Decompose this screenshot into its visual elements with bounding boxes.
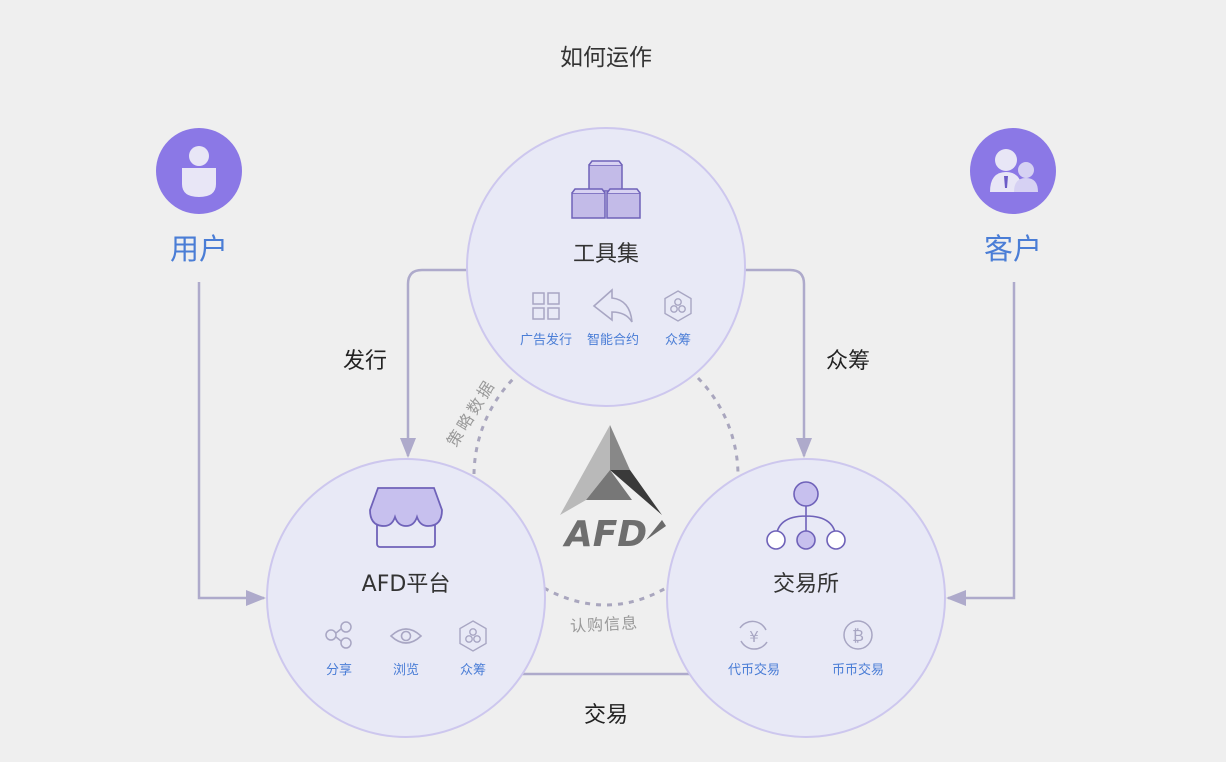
- inner-ring-bottom-arc: [543, 586, 667, 607]
- feature-smart-contract: 智能合约: [586, 333, 640, 348]
- feature-coin-to-coin-trading: 币币交易: [831, 663, 885, 678]
- inner-ring-left-arc: [472, 374, 518, 475]
- svg-text:¥: ¥: [749, 628, 759, 646]
- network-nodes-icon: [766, 481, 846, 550]
- afd-logo-mark: [560, 425, 666, 540]
- feature-platform-crowdfund: 众筹: [459, 663, 487, 678]
- yen-coin-icon: ¥: [739, 620, 768, 650]
- issue-flow-label: 发行: [342, 349, 388, 374]
- eye-icon: [389, 628, 423, 644]
- client-label: 客户: [983, 232, 1043, 266]
- feature-toolset-crowdfund: 众筹: [664, 333, 692, 348]
- clients-icon: [970, 128, 1056, 214]
- afd-logo-text: AFD: [562, 514, 647, 555]
- inner-ring-right-arc: [696, 376, 740, 475]
- subscription-info-label: 认购信息: [569, 613, 639, 636]
- platform-title: AFD平台: [361, 572, 451, 597]
- svg-text:₿: ₿: [852, 626, 864, 645]
- issue-connector: [400, 268, 470, 458]
- user-label: 用户: [169, 232, 229, 266]
- feature-browse: 浏览: [392, 663, 420, 678]
- grid-icon: [532, 292, 560, 320]
- share-icon: [325, 621, 352, 649]
- user-icon: [156, 128, 242, 214]
- feature-ad-issuance: 广告发行: [519, 333, 573, 348]
- bitcoin-icon: ₿: [843, 620, 873, 650]
- storefront-icon: [369, 487, 443, 548]
- toolset-hub-circle: [466, 127, 746, 407]
- toolset-title: 工具集: [572, 242, 640, 267]
- hexagon-circles-icon: [664, 290, 692, 322]
- feature-token-trading: 代币交易: [727, 663, 781, 678]
- platform-hub-circle: [266, 458, 546, 738]
- crowdfund-connector: [742, 268, 812, 458]
- hexagon-circles-icon: [459, 620, 487, 652]
- client-to-exchange-connector: [946, 282, 1016, 606]
- crowdfund-flow-label: 众筹: [825, 349, 871, 374]
- boxes-icon: [571, 160, 641, 219]
- page-title: 如何运作: [560, 45, 652, 71]
- reply-arrow-icon: [592, 288, 633, 323]
- exchange-hub-circle: [666, 458, 946, 738]
- feature-share: 分享: [325, 663, 353, 678]
- user-to-platform-connector: [197, 282, 266, 606]
- exchange-title: 交易所: [772, 572, 840, 597]
- trade-flow-label: 交易: [583, 703, 629, 728]
